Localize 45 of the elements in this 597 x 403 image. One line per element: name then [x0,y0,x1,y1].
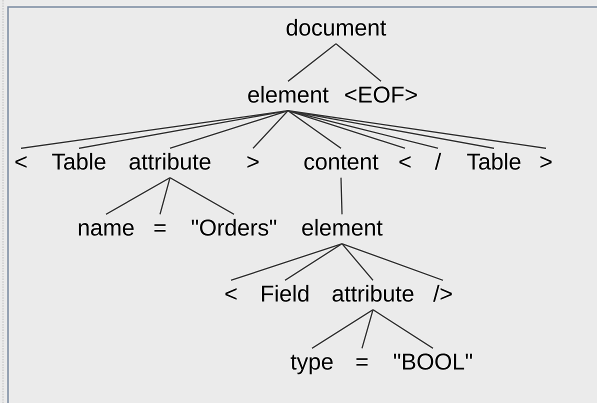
tree-node-label: attribute [332,284,414,302]
tree-branch [342,243,374,281]
tree-node-label: > [247,156,259,168]
tree-node-label: Table [52,152,106,170]
tree-branch [159,178,171,214]
tree-branch [284,243,342,281]
tree-branch [340,178,343,214]
tree-node-label: Table [467,152,520,170]
tree-node-label: > [540,156,552,168]
tree-node-label: attribute [130,152,210,170]
tree-branch [288,110,342,149]
tree-branch [361,310,374,348]
tree-branch [288,110,546,149]
tree-node-label: name [78,223,134,236]
tree-node-label: < [399,156,411,168]
tree-branch [372,309,434,349]
tree-node-label: "Orders" [192,218,276,236]
tree-branch [312,309,374,349]
tree-node-label: <EOF> [345,86,417,103]
tree-node-label: document [286,18,386,36]
tree-branch [288,110,494,149]
tree-node-label: element [302,218,383,236]
tree-branch [230,243,342,281]
tree-branch [252,110,288,149]
tree-branch [288,43,336,82]
tree-node-label: /> [433,284,452,302]
tree-branch [106,177,170,215]
tree-node-label: type [290,354,333,374]
tree-node-label: content [304,154,378,170]
tree-node-label: element [248,86,329,103]
tree-branch [288,110,438,149]
tree-node-label: "BOOL" [394,354,472,370]
tree-branch [170,177,234,215]
tree-node-label: < [15,156,27,168]
tree-branch [78,110,288,149]
tree-node-label: / [434,152,442,170]
tree-node-label: < [225,288,237,300]
tree-branch [170,110,288,149]
tree-node-label: = [154,224,166,232]
tree-node-label: = [356,358,368,366]
tree-branch [336,43,382,82]
tree-node-label: Field [262,284,308,302]
tree-branch [288,110,406,149]
tree-branch [342,243,444,281]
tree-branch [20,110,288,149]
